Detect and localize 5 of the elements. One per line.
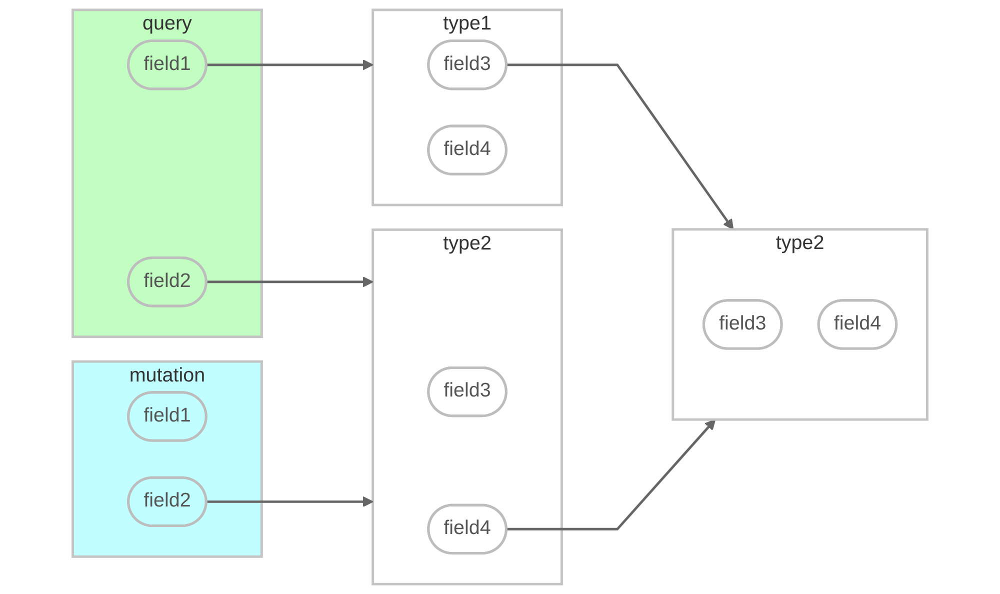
arrow xyxy=(206,496,374,508)
arrow xyxy=(506,419,716,530)
arrow xyxy=(206,276,374,288)
arrow xyxy=(506,64,734,230)
arrow xyxy=(206,59,374,70)
